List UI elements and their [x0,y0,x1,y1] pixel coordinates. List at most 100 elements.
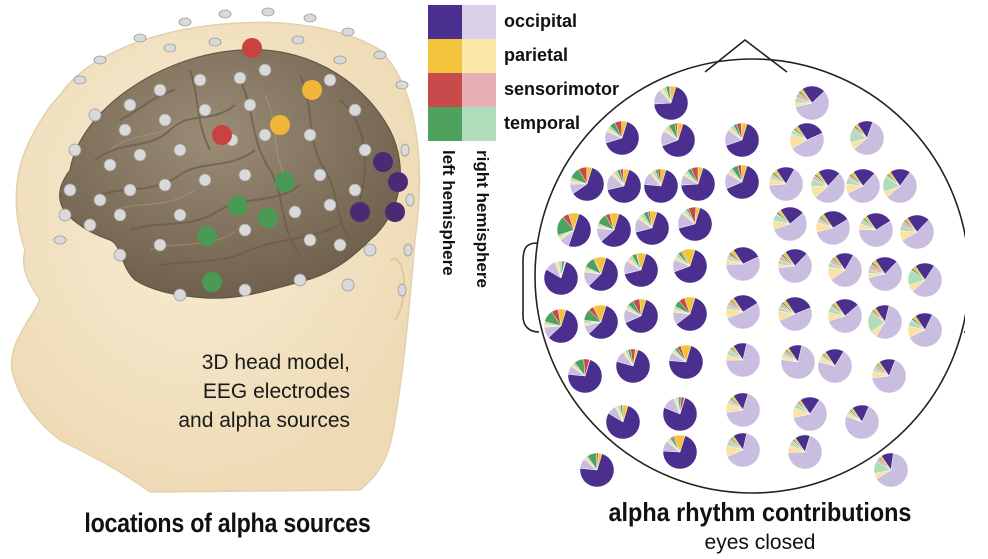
pie-charts [543,85,943,488]
pie-slice [799,88,813,104]
swatch-right-occipital [462,5,496,39]
pie-slice [782,299,796,315]
electrode-pie [873,452,909,488]
pie-slice [601,213,632,248]
electrode-pie [827,298,863,334]
electrode-pie [543,308,579,344]
legend-label: temporal [504,113,581,133]
pie-slice [850,171,864,187]
pie-slice [621,120,628,139]
pie-slice [725,343,761,378]
pie-slice [741,164,748,183]
head-panel-title: locations of alpha sources [84,508,371,538]
electrode-pie [583,304,619,340]
electrode-pie [605,404,641,440]
pie-slice [636,252,647,271]
electrode-pie [672,248,708,284]
pie-slice [588,257,619,292]
legend-label: parietal [504,45,569,65]
electrode-pie [680,166,716,202]
pie-slice [820,213,834,229]
electrode-pie [867,256,903,292]
pie-slice [673,249,708,284]
electrode-pie [867,304,903,340]
pie-slice [725,123,760,158]
pie-slice [830,254,863,288]
pie-slice [697,166,704,185]
brain-surface [59,48,401,299]
pie-slice [876,452,909,488]
legend-label: occipital [504,11,578,31]
swatch-right-parietal [462,39,496,73]
pie-slice [816,219,851,246]
left-hemisphere-label: left hemisphere [439,150,458,276]
electrode-pie [817,348,853,384]
pie-slice [791,132,825,158]
caption-line: 3D head model, [201,351,350,374]
electrode-pie [724,164,760,200]
electrode-pie [606,168,642,204]
pie-slice [676,297,708,332]
electrode-pie [725,246,761,282]
pie-slice [676,122,684,141]
electrode-pie [668,344,704,380]
electrode-pie [634,210,670,246]
pie-slice [607,169,642,204]
right-hemisphere-label: right hemisphere [473,150,492,288]
electrode-pie [677,206,713,242]
pie-slice [828,304,863,334]
electrode-pie [777,248,813,284]
pie-slice [815,171,829,187]
pie-slice [850,407,863,423]
pie-slice [653,86,689,121]
pie-slice [632,348,639,367]
electrode-pie [615,348,651,384]
pie-slice [673,434,686,453]
pie-slice [730,249,744,265]
electrode-pie [579,452,615,488]
pie-slice [661,123,696,158]
electrode-pie [777,296,813,332]
pie-slice [817,351,853,384]
pie-slice [847,173,881,204]
topomap [522,38,965,494]
pie-slice [557,308,567,327]
electrode-pie [794,85,830,121]
pie-slice [662,397,698,432]
pie-slice [681,248,696,267]
alpha-sources [197,38,408,292]
pie-slice [635,211,670,246]
pie-slice [853,121,885,156]
electrode-pie [662,396,698,432]
pie-slice [670,85,677,104]
electrode-pie [792,396,828,432]
swatch-left-parietal [428,39,462,73]
pie-slice [548,309,579,344]
pie-slice [740,122,748,141]
electrode-pie [672,296,708,332]
electrode-pie [849,120,885,156]
pie-slice [643,169,679,204]
pie-slice [625,299,659,334]
pie-slice [543,261,579,296]
electrode-pie [623,252,659,288]
swatch-left-temporal [428,107,462,141]
pie-slice [730,297,744,313]
head-model-illustration [10,7,421,493]
pie-slice [877,361,890,377]
pie-slice [798,399,811,415]
pie-slice [572,167,605,202]
pie-slice [622,168,630,187]
pie-slice [879,455,892,471]
pie-slice [823,210,848,229]
electrode-pie [725,294,761,330]
pie-slice [605,405,641,440]
pie-slice [726,165,760,200]
pie-slice [684,296,696,315]
pie-slice [777,209,791,225]
pie-slice [639,298,647,317]
swatch-right-temporal [462,107,496,141]
pie-slice [794,125,808,141]
electrode-pie [543,260,579,296]
head-panel: 3D head model, EEG electrodes and alpha … [0,0,430,559]
